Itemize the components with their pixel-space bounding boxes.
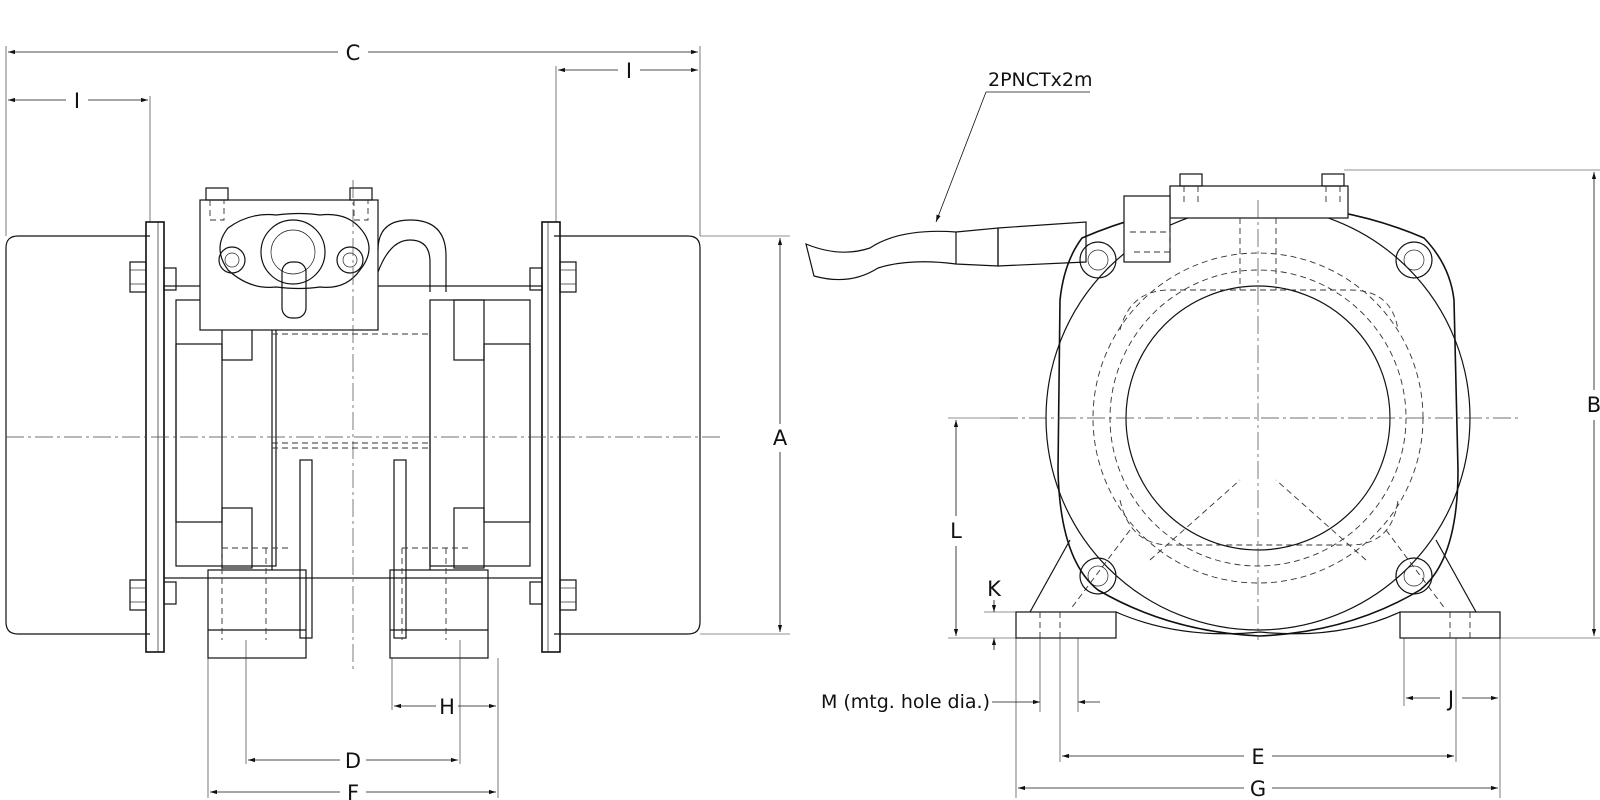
dim-label-F: F (347, 781, 359, 800)
dimension-lines (5, 46, 1600, 798)
dim-label-A: A (773, 426, 788, 450)
dim-label-C: C (346, 41, 361, 65)
front-terminal-box (1169, 185, 1349, 219)
dim-label-B: B (1587, 393, 1600, 417)
corner-bolts (1079, 241, 1433, 595)
dim-label-G: G (1250, 777, 1266, 800)
mounting-hole-label: M (mtg. hole dia.) (821, 691, 990, 713)
cable-loop (377, 219, 447, 292)
cable-label: 2PNCTx2m (988, 69, 1092, 91)
dim-label-H: H (439, 695, 455, 719)
flange-bolts (129, 261, 577, 611)
dim-label-I-right: I (626, 59, 632, 83)
dim-label-E: E (1251, 745, 1264, 769)
dim-label-D: D (345, 749, 361, 773)
cable (805, 221, 1087, 281)
dim-label-L: L (950, 519, 962, 543)
right-weight-cover (554, 235, 701, 635)
dim-label-J: J (1446, 687, 1454, 711)
dim-label-K: K (987, 577, 1002, 601)
dimension-labels: C I I A H D F B L K J E G M (mtg. hole d… (74, 41, 1600, 800)
dim-label-I-left: I (74, 89, 80, 113)
left-weight-cover (5, 235, 150, 635)
front-view (805, 173, 1520, 640)
left-foot (1015, 611, 1117, 639)
side-view (5, 180, 720, 670)
side-view-feet (207, 459, 489, 659)
